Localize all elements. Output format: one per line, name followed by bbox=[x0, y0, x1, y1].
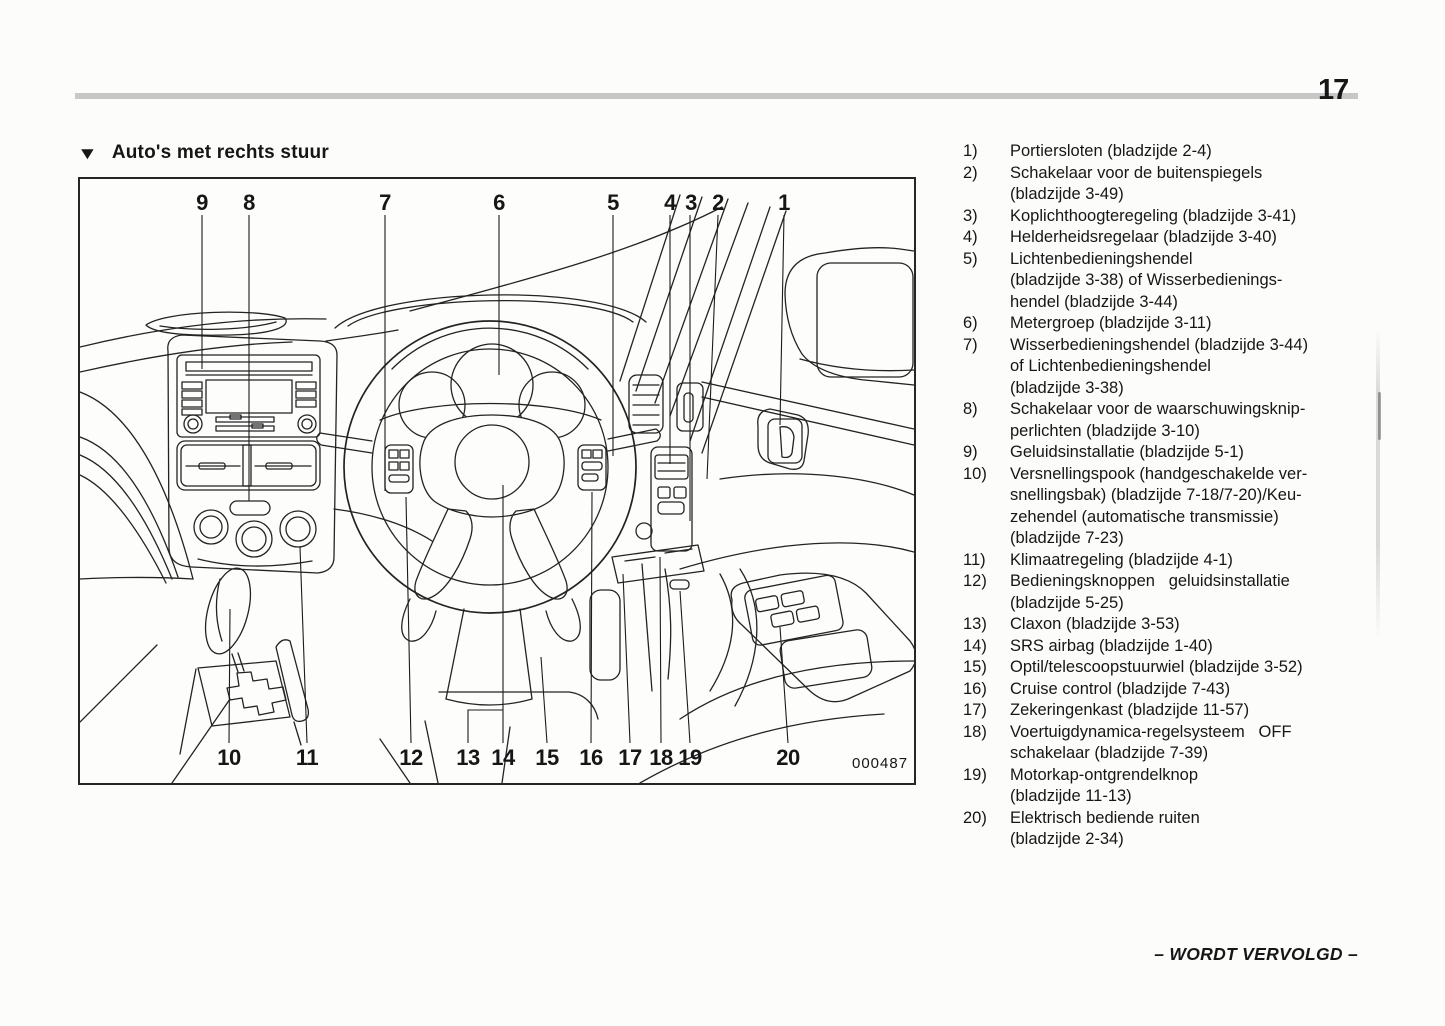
legend-item-number: 13) bbox=[963, 615, 987, 633]
callout-number: 17 bbox=[618, 745, 642, 770]
section-title: Auto's met rechts stuur bbox=[111, 142, 329, 163]
callout-number: 6 bbox=[493, 190, 505, 215]
legend-item-text: Motorkap-ontgrendelknop (bladzijde 11-13… bbox=[1010, 765, 1199, 806]
callout-number: 10 bbox=[217, 745, 241, 770]
legend-item-text: Schakelaar voor de buitenspiegels (bladz… bbox=[1010, 163, 1263, 204]
legend-item-number: 4) bbox=[963, 228, 978, 246]
callout-number: 16 bbox=[579, 745, 603, 770]
legend-item: 5) Lichtenbedieningshendel (bladzijde 3-3… bbox=[963, 249, 1363, 314]
legend-item-text: Metergroep (bladzijde 3-11) bbox=[1010, 314, 1212, 332]
legend-item-text: Versnellingspook (handgeschakelde ver- s… bbox=[1010, 464, 1308, 548]
callout-number: 13 bbox=[456, 745, 480, 770]
legend-item: 16) Cruise control (bladzijde 7-43) bbox=[963, 679, 1363, 701]
legend-item-text: Wisserbedieningshendel (bladzijde 3-44) … bbox=[1010, 335, 1309, 397]
section-marker-icon: ▼ bbox=[76, 143, 98, 163]
legend-item-number: 7) bbox=[963, 335, 978, 354]
legend-item-number: 2) bbox=[963, 163, 978, 182]
legend-item: 7) Wisserbedieningshendel (bladzijde 3-44… bbox=[963, 335, 1363, 400]
legend-item-text: Claxon (bladzijde 3-53) bbox=[1010, 615, 1180, 633]
legend-item-text: Voertuigdynamica-regelsysteem OFF schake… bbox=[1010, 722, 1292, 763]
section-heading: ▼ Auto's met rechts stuur bbox=[76, 142, 329, 164]
legend-item-number: 18) bbox=[963, 722, 987, 741]
callout-number: 15 bbox=[535, 745, 559, 770]
callout-number: 8 bbox=[243, 190, 255, 215]
legend-item-number: 6) bbox=[963, 314, 978, 332]
legend-item-text: Klimaatregeling (bladzijde 4-1) bbox=[1010, 550, 1233, 569]
legend-item-text: Geluidsinstallatie (bladzijde 5-1) bbox=[1010, 443, 1244, 461]
legend-item: 20) Elektrisch bediende ruiten (bladzijde… bbox=[963, 808, 1363, 851]
legend-item-number: 5) bbox=[963, 249, 978, 268]
legend-item-text: Cruise control (bladzijde 7-43) bbox=[1010, 679, 1231, 698]
callout-number: 11 bbox=[295, 745, 319, 770]
callout-number: 1 bbox=[778, 190, 790, 215]
legend-list: 1) Portiersloten (bladzijde 2-4) 2) Schake… bbox=[963, 141, 1363, 851]
legend-item-number: 3) bbox=[963, 206, 978, 225]
callout-number: 19 bbox=[678, 745, 702, 770]
legend-item: 8) Schakelaar voor de waarschuwingsknip- … bbox=[963, 399, 1363, 442]
legend-item-number: 9) bbox=[963, 443, 978, 461]
continuation-note: – WORDT VERVOLGD – bbox=[1154, 944, 1358, 964]
legend-item: 17) Zekeringenkast (bladzijde 11-57) bbox=[963, 700, 1363, 722]
scan-artifact bbox=[1378, 392, 1381, 440]
legend-item-number: 20) bbox=[963, 808, 987, 827]
header-rule bbox=[75, 93, 1358, 99]
legend-item-number: 16) bbox=[963, 679, 987, 698]
legend-item: 6) Metergroep (bladzijde 3-11) bbox=[963, 313, 1363, 335]
dashboard-diagram: 9 8 7 6 5 4 3 2 1 10 11 12 13 14 15 16 1… bbox=[78, 177, 916, 785]
legend-item-number: 1) bbox=[963, 142, 978, 160]
callout-number: 20 bbox=[776, 745, 800, 770]
legend-item: 4) Helderheidsregelaar (bladzijde 3-40) bbox=[963, 227, 1363, 249]
figure-code: 000487 bbox=[852, 755, 909, 772]
callout-number: 3 bbox=[685, 190, 697, 215]
callout-number: 5 bbox=[607, 190, 619, 215]
legend-item: 1) Portiersloten (bladzijde 2-4) bbox=[963, 141, 1363, 163]
legend-item-text: Optil/telescoopstuurwiel (bladzijde 3-52… bbox=[1010, 658, 1303, 676]
legend-item-text: SRS airbag (bladzijde 1-40) bbox=[1010, 636, 1213, 655]
legend-item: 14) SRS airbag (bladzijde 1-40) bbox=[963, 636, 1363, 658]
legend-item-text: Portiersloten (bladzijde 2-4) bbox=[1010, 142, 1212, 160]
legend-item: 2) Schakelaar voor de buitenspiegels (bla… bbox=[963, 163, 1363, 206]
legend-item-text: Elektrisch bediende ruiten (bladzijde 2-… bbox=[1010, 808, 1200, 849]
legend-item: 9) Geluidsinstallatie (bladzijde 5-1) bbox=[963, 442, 1363, 464]
legend-item-text: Lichtenbedieningshendel (bladzijde 3-38)… bbox=[1010, 249, 1283, 311]
callout-number: 2 bbox=[712, 190, 724, 215]
legend-item-number: 14) bbox=[963, 636, 987, 655]
legend-item: 10) Versnellingspook (handgeschakelde ver… bbox=[963, 464, 1363, 550]
legend-item-text: Helderheidsregelaar (bladzijde 3-40) bbox=[1010, 228, 1277, 246]
callout-number: 7 bbox=[379, 190, 391, 215]
legend-item-number: 17) bbox=[963, 701, 987, 719]
legend-item: 13) Claxon (bladzijde 3-53) bbox=[963, 614, 1363, 636]
legend-item: 12) Bedieningsknoppen geluidsinstallatie … bbox=[963, 571, 1363, 614]
legend-item-number: 11) bbox=[963, 550, 986, 569]
callout-number: 4 bbox=[664, 190, 676, 215]
legend-item-number: 10) bbox=[963, 464, 987, 483]
callout-number: 14 bbox=[491, 745, 515, 770]
legend-item-text: Koplichthoogteregeling (bladzijde 3-41) bbox=[1010, 206, 1297, 225]
legend-item: 19) Motorkap-ontgrendelknop (bladzijde 11… bbox=[963, 765, 1363, 808]
legend-item-text: Schakelaar voor de waarschuwingsknip- pe… bbox=[1010, 400, 1306, 440]
legend-item: 11) Klimaatregeling (bladzijde 4-1) bbox=[963, 550, 1363, 572]
dashboard-drawing bbox=[80, 194, 914, 783]
legend-item: 18) Voertuigdynamica-regelsysteem OFF sch… bbox=[963, 722, 1363, 765]
legend-item-number: 19) bbox=[963, 765, 987, 784]
legend-item-number: 15) bbox=[963, 658, 987, 676]
legend-item-number: 8) bbox=[963, 400, 978, 418]
legend-item: 3) Koplichthoogteregeling (bladzijde 3-41… bbox=[963, 206, 1363, 228]
legend-item: 15) Optil/telescoopstuurwiel (bladzijde 3… bbox=[963, 657, 1363, 679]
callout-number: 18 bbox=[649, 745, 673, 770]
legend-item-text: Bedieningsknoppen geluidsinstallatie (bl… bbox=[1010, 572, 1290, 612]
callout-number: 9 bbox=[196, 190, 208, 215]
legend-item-number: 12) bbox=[963, 572, 987, 590]
page-number: 17 bbox=[1318, 74, 1349, 106]
scan-artifact bbox=[1376, 330, 1380, 640]
callout-number: 12 bbox=[399, 745, 423, 770]
legend-item-text: Zekeringenkast (bladzijde 11-57) bbox=[1010, 701, 1250, 719]
